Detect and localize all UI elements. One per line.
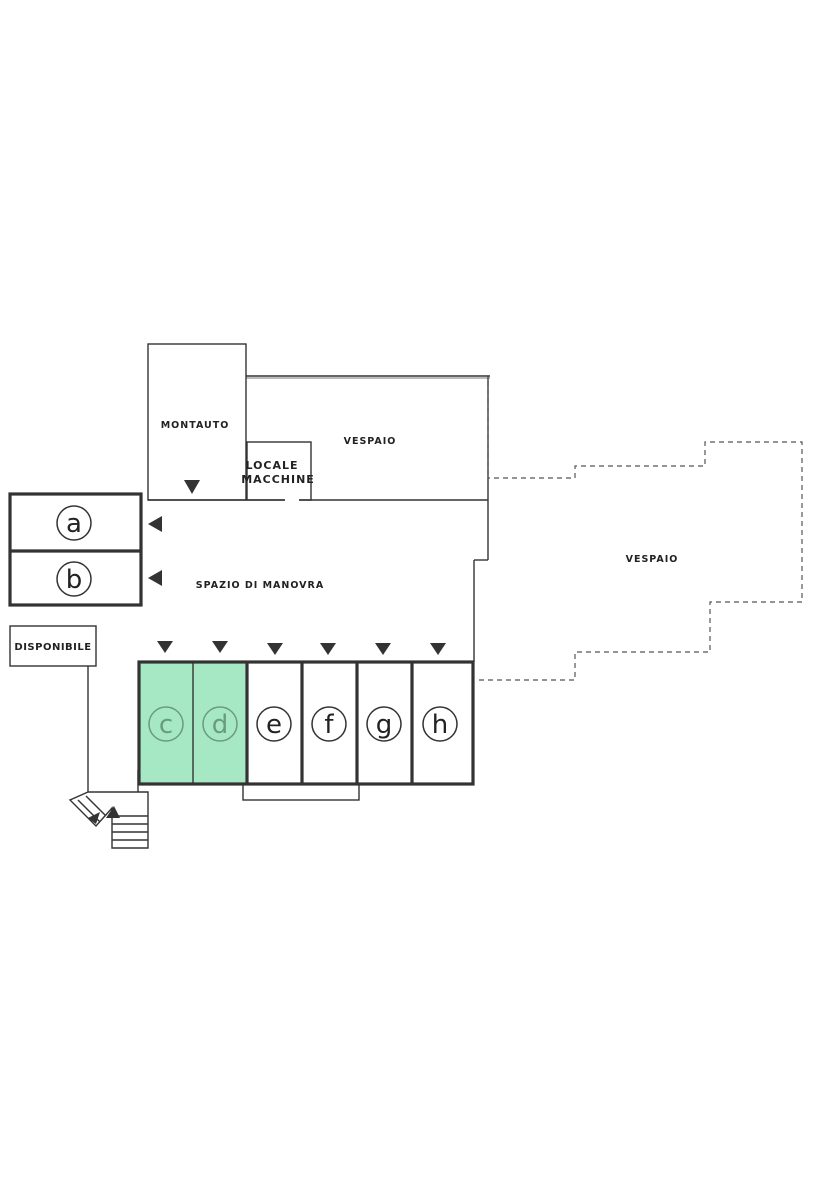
vespaio-right-label: VESPAIO bbox=[626, 554, 679, 565]
disponibile-label: DISPONIBILE bbox=[14, 642, 91, 653]
spazio-di-manovra-label: SPAZIO DI MANOVRA bbox=[196, 580, 324, 591]
garage-circle-d bbox=[202, 706, 238, 742]
stair-direction-arrow bbox=[106, 806, 120, 818]
garage-letter-a: a bbox=[66, 509, 82, 539]
arrow-garage-b bbox=[148, 570, 162, 586]
garage-c-highlight bbox=[139, 662, 193, 784]
garage-letter-g: g bbox=[376, 710, 393, 740]
garage-circle-e bbox=[256, 706, 292, 742]
arrow-garage-d bbox=[212, 641, 228, 653]
garage-circle-b bbox=[56, 561, 92, 597]
garage-letter-d: d bbox=[212, 710, 229, 740]
garage-circle-f bbox=[311, 706, 347, 742]
maneuver-area-walls bbox=[473, 559, 488, 662]
garage-d: d bbox=[202, 706, 238, 742]
locale-label: LOCALE bbox=[245, 459, 298, 472]
garage-b: b bbox=[56, 561, 92, 597]
garage-letter-e: e bbox=[266, 710, 282, 740]
garage-c: c bbox=[148, 706, 184, 742]
garage-letter-h: h bbox=[432, 710, 448, 740]
arrow-garage-g bbox=[375, 643, 391, 655]
garage-circle-h bbox=[422, 706, 458, 742]
macchine-label: MACCHINE bbox=[241, 473, 315, 486]
garage-circle-g bbox=[366, 706, 402, 742]
garage-labels: ab c d e f g h bbox=[56, 505, 458, 742]
garage-f: f bbox=[311, 706, 347, 742]
garage-letter-f: f bbox=[324, 710, 334, 740]
garage-letter-c: c bbox=[159, 710, 173, 740]
garage-a: a bbox=[56, 505, 92, 541]
locale-macchine-room bbox=[246, 441, 312, 501]
montauto-room bbox=[147, 343, 247, 501]
garages-ab-block bbox=[8, 492, 143, 607]
garage-e: e bbox=[256, 706, 292, 742]
vespaio-top-room bbox=[148, 375, 490, 560]
garage-circle-a bbox=[56, 505, 92, 541]
vespaio-top-label: VESPAIO bbox=[344, 436, 397, 447]
arrow-garage-a bbox=[148, 516, 162, 532]
access-arrows bbox=[148, 480, 446, 655]
garage-d-highlight bbox=[193, 662, 247, 784]
step-below-garages bbox=[242, 783, 360, 801]
garage-circle-c bbox=[148, 706, 184, 742]
door-gap bbox=[285, 497, 299, 503]
arrow-garage-c bbox=[157, 641, 173, 653]
vespaio-right-outline bbox=[476, 376, 803, 681]
arrow-garage-h bbox=[430, 643, 446, 655]
garage-h: h bbox=[422, 706, 458, 742]
arrow-montauto bbox=[184, 480, 200, 494]
arrow-garage-f bbox=[320, 643, 336, 655]
arrow-garage-e bbox=[267, 643, 283, 655]
staircase bbox=[68, 791, 149, 849]
montauto-label: MONTAUTO bbox=[161, 420, 230, 431]
garage-letter-b: b bbox=[66, 565, 83, 595]
garage-g: g bbox=[366, 706, 402, 742]
